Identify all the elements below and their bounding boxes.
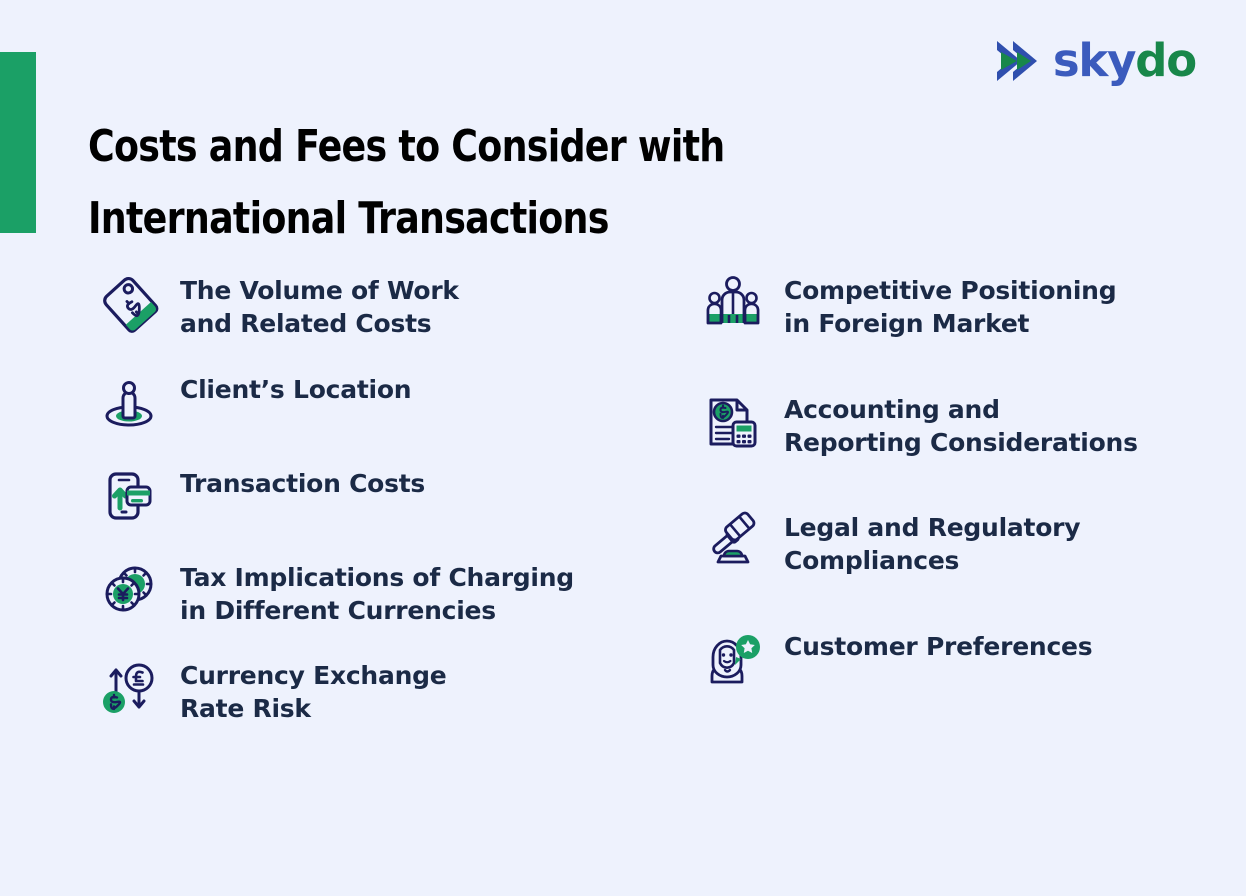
list-item: Customer Preferences [700, 626, 1220, 692]
page-title: Costs and Fees to Consider with Internat… [88, 111, 852, 254]
list-item: Competitive Positioning in Foreign Marke… [700, 270, 1220, 341]
list-item: Currency Exchange Rate Risk [96, 655, 656, 726]
list-item-label-line-2: in Foreign Market [784, 309, 1030, 339]
skydo-logo: skydo [991, 38, 1197, 83]
page-title-line-2: International Transactions [88, 192, 609, 244]
list-item-label-line-1: The Volume of Work [180, 276, 459, 305]
list-item: Accounting and Reporting Considerations [700, 389, 1220, 460]
list-item-label-line-1: Accounting and [784, 394, 1000, 424]
list-item-label: Client’s Location [180, 369, 412, 406]
list-item-label-line-1: Competitive Positioning [784, 276, 1117, 305]
list-item: Tax Implications of Charging in Differen… [96, 557, 656, 628]
feature-list-left: The Volume of Work and Related Costs Cli… [96, 270, 656, 752]
coins-yen-icon [96, 557, 162, 623]
list-item-label: The Volume of Work and Related Costs [180, 270, 459, 341]
list-item-label-line-2: Reporting Considerations [784, 427, 1138, 457]
list-item-label: Currency Exchange Rate Risk [180, 655, 447, 726]
list-item-label-line-2: in Different Currencies [180, 595, 496, 625]
list-item-label-line-1: Legal and Regulatory [784, 513, 1081, 542]
list-item-label-line-1: Tax Implications of Charging [180, 562, 574, 592]
list-item: Transaction Costs [96, 463, 656, 529]
skydo-chevron-mark-icon [991, 39, 1043, 83]
location-person-icon [96, 369, 162, 435]
invoice-calculator-icon [700, 389, 766, 455]
list-item-label: Accounting and Reporting Considerations [784, 389, 1138, 460]
list-item-label: Customer Preferences [784, 626, 1093, 663]
list-item-label: Tax Implications of Charging in Differen… [180, 557, 574, 628]
mobile-payment-card-icon [96, 463, 162, 529]
list-item-label: Competitive Positioning in Foreign Marke… [784, 270, 1117, 341]
list-item: The Volume of Work and Related Costs [96, 270, 656, 341]
list-item-label-line-1: Transaction Costs [180, 468, 426, 498]
list-item: Client’s Location [96, 369, 656, 435]
three-people-icon [700, 270, 766, 336]
list-item-label-line-2: Rate Risk [180, 694, 311, 724]
list-item-label-line-1: Customer Preferences [784, 631, 1093, 661]
customer-feedback-icon [700, 626, 766, 692]
list-item-label-line-2: Compliances [784, 546, 960, 576]
logo-word-sky: sky [1052, 34, 1137, 87]
list-item-label: Legal and Regulatory Compliances [784, 507, 1081, 578]
list-item-label-line-1: Currency Exchange [180, 661, 447, 690]
page-title-line-1: Costs and Fees to Consider with [88, 121, 725, 173]
logo-word-do: do [1135, 34, 1197, 87]
list-item-label: Transaction Costs [180, 463, 425, 500]
feature-list-right: Competitive Positioning in Foreign Marke… [700, 270, 1220, 718]
logo-wordmark: skydo [1053, 38, 1197, 83]
currency-exchange-arrows-icon [96, 655, 162, 721]
gavel-icon [700, 507, 766, 573]
list-item-label-line-2: and Related Costs [180, 309, 432, 339]
list-item: Legal and Regulatory Compliances [700, 507, 1220, 578]
list-item-label-line-1: Client’s Location [180, 374, 412, 404]
price-tag-icon [96, 270, 162, 336]
left-accent-bar [0, 52, 36, 233]
